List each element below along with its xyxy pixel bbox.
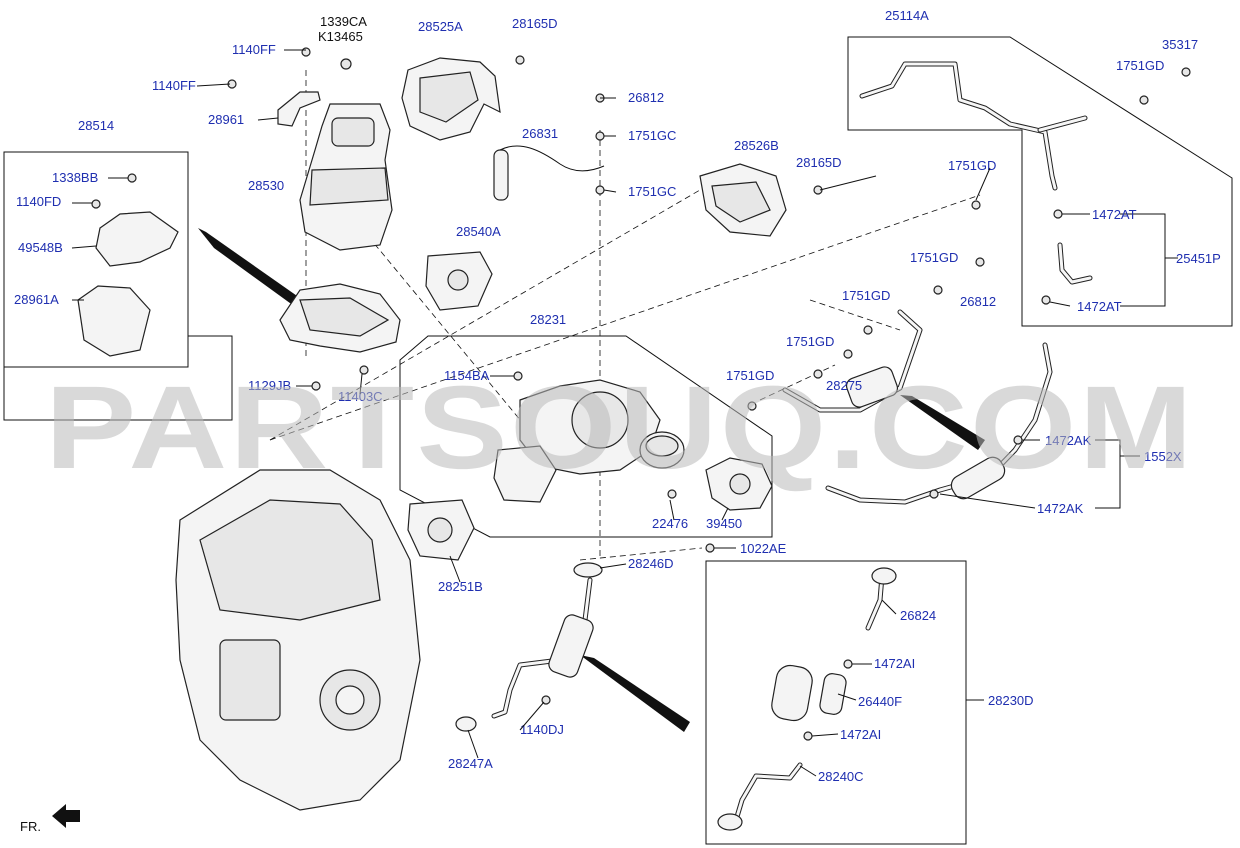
leader-line bbox=[1049, 301, 1071, 307]
part-label: 28530 bbox=[248, 178, 284, 193]
part-label: 1338BB bbox=[52, 170, 98, 185]
part-label: 26824 bbox=[900, 608, 936, 623]
leader-line bbox=[449, 555, 461, 583]
part-label: 1472AI bbox=[874, 656, 915, 671]
part-label: 1140FF bbox=[232, 42, 276, 57]
part-label: 1472AK bbox=[1045, 433, 1092, 448]
leader-line bbox=[257, 117, 279, 121]
group-box-25114A bbox=[847, 36, 1233, 327]
part-label: 35317 bbox=[1162, 37, 1198, 52]
leader-line bbox=[939, 493, 1036, 509]
part-label: 1140DJ bbox=[520, 722, 564, 737]
leader-line bbox=[467, 729, 479, 759]
group-box-28230D bbox=[705, 560, 967, 845]
part-label: 28961A bbox=[14, 292, 59, 307]
part-label: 26440F bbox=[858, 694, 902, 709]
direction-label: FR. bbox=[20, 819, 41, 834]
part-label: 1154BA bbox=[444, 368, 490, 383]
part-label: 28230D bbox=[988, 693, 1034, 708]
leader-line bbox=[975, 167, 991, 201]
watermark-text: PARTSOUQ.COM bbox=[45, 362, 1195, 494]
part-label: 28165D bbox=[796, 155, 842, 170]
leader-line bbox=[819, 175, 877, 191]
part-label: 28165D bbox=[512, 16, 558, 31]
part-label: 25451P bbox=[1176, 251, 1221, 266]
part-label: 1472AT bbox=[1092, 207, 1137, 222]
part-label: K13465 bbox=[318, 29, 363, 44]
part-label: 1751GD bbox=[910, 250, 958, 265]
part-label: 25114A bbox=[885, 8, 929, 23]
front-direction-arrow-icon bbox=[52, 804, 80, 828]
part-label: 28231 bbox=[530, 312, 566, 327]
leader-line bbox=[799, 765, 817, 777]
part-label: 1472AK bbox=[1037, 501, 1084, 516]
leader-line bbox=[881, 599, 897, 615]
leader-line bbox=[603, 189, 617, 193]
part-label: 1751GC bbox=[628, 184, 676, 199]
leader-line bbox=[837, 693, 857, 701]
part-label: 28961 bbox=[208, 112, 244, 127]
part-label: 39450 bbox=[706, 516, 742, 531]
part-label: 26812 bbox=[960, 294, 996, 309]
part-label: 28526B bbox=[734, 138, 779, 153]
part-label: 22476 bbox=[652, 516, 688, 531]
leader-line bbox=[599, 563, 627, 569]
part-label: 28246D bbox=[628, 556, 674, 571]
part-label: 1022AE bbox=[740, 541, 787, 556]
part-label: 1751GD bbox=[726, 368, 774, 383]
part-label: 1140FD bbox=[16, 194, 61, 209]
leader-line bbox=[196, 83, 231, 87]
part-label: 26812 bbox=[628, 90, 664, 105]
leader-line bbox=[359, 373, 363, 395]
part-label: 49548B bbox=[18, 240, 63, 255]
leader-line bbox=[71, 245, 97, 249]
part-label: 28247A bbox=[448, 756, 493, 771]
part-label: 1751GD bbox=[786, 334, 834, 349]
part-label: 26831 bbox=[522, 126, 558, 141]
part-label: 1472AT bbox=[1077, 299, 1122, 314]
part-label: 1140FF bbox=[152, 78, 196, 93]
part-label: 1751GD bbox=[842, 288, 890, 303]
part-label: 28514 bbox=[78, 118, 114, 133]
part-label: 28251B bbox=[438, 579, 483, 594]
leader-line bbox=[519, 701, 545, 731]
part-label: 28275 bbox=[826, 378, 862, 393]
part-label: 28540A bbox=[456, 224, 501, 239]
part-label: 1339CA bbox=[320, 14, 367, 29]
leader-line bbox=[721, 507, 729, 521]
part-label: 1552X bbox=[1144, 449, 1182, 464]
part-label: 1751GC bbox=[628, 128, 676, 143]
part-label: 1472AI bbox=[840, 727, 881, 742]
leader-line bbox=[811, 733, 839, 737]
leader-line bbox=[669, 499, 675, 521]
part-label: 28240C bbox=[818, 769, 864, 784]
part-label: 1751GD bbox=[948, 158, 996, 173]
part-label: 28525A bbox=[418, 19, 463, 34]
group-box-28514-ext bbox=[3, 152, 233, 421]
part-label: 11403C bbox=[338, 389, 383, 404]
part-label: 1751GD bbox=[1116, 58, 1164, 73]
part-label: 1129JB bbox=[248, 378, 291, 393]
